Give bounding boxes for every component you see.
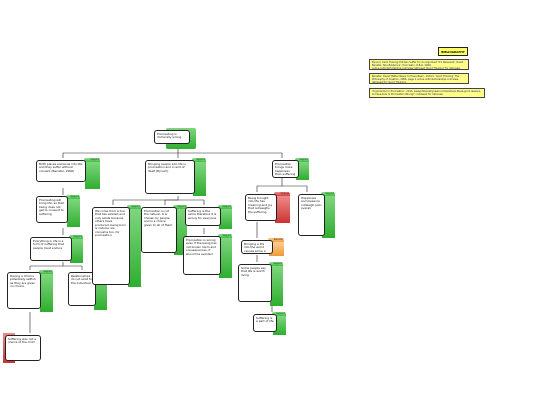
tag-m3: Support (218, 205, 232, 209)
bar-m4 (219, 238, 232, 278)
node-m2[interactable]: Procreation is not the natural, it is ch… (141, 207, 177, 253)
tag-r1: Oppose (274, 192, 290, 196)
bar-r1 (275, 196, 290, 223)
bar-l4a (40, 274, 53, 312)
tag-r4: Support (269, 262, 283, 266)
bar-l3 (70, 239, 83, 263)
node-r1[interactable]: Being brought into life has meaning and … (245, 194, 277, 221)
node-l4a[interactable]: Having a child is potentially selfish as… (7, 272, 41, 309)
tag-l4a: Support (39, 270, 53, 274)
bar-r4 (270, 266, 283, 306)
node-r2[interactable]: Happiness and pleasure outweigh pain ove… (298, 194, 325, 236)
bibliography-ref-2[interactable]: Benatar, David 'Better Never to Have Bee… (369, 73, 469, 84)
node-m1[interactable]: We come from a line that has existed and… (92, 207, 130, 285)
node-l5[interactable]: Suffering was not a choice of the child (5, 335, 41, 361)
node-l3[interactable]: Everything in life is a form of sufferin… (30, 237, 72, 261)
tag-m4: Support (218, 234, 232, 238)
tag-r5: Support (272, 312, 286, 316)
bibliography-ref-1[interactable]: Bynum, Carol 'Having Children Suffer for… (369, 59, 469, 70)
tag-l3: Support (69, 235, 83, 239)
node-r5[interactable]: Suffering is a part of life (253, 314, 277, 332)
bar-m1 (128, 209, 141, 287)
node-left[interactable]: Birth places someone into life, and they… (36, 160, 86, 182)
root-contention[interactable]: Procreating is immorally wrong (154, 130, 190, 144)
bar-l2 (67, 199, 80, 227)
node-r3[interactable]: Bringing a life into the world causes so… (241, 240, 273, 254)
bar-left (85, 162, 100, 189)
tag-m2: Support (173, 205, 187, 209)
bibliography-title: BIBLIOGRAPHY (438, 47, 468, 56)
node-r4[interactable]: Some people say that life is worth livin… (238, 264, 272, 302)
bibliography-ref-3[interactable]: 'Arguments for Procreation', 2013, www.p… (369, 88, 485, 98)
node-m3[interactable]: Suffering is the same therefore it is wr… (185, 207, 221, 226)
tag-r3: Rebuttal (268, 238, 284, 242)
tag-m1: Support (127, 205, 141, 209)
node-l2[interactable]: Procreating will bring life, so that bei… (36, 196, 68, 223)
tag-l2: Support (66, 195, 80, 199)
node-l4b[interactable]: Relationships do not exist for the indiv… (68, 272, 96, 306)
bar-right (296, 162, 309, 180)
tag-mid: Support (192, 158, 206, 162)
node-right[interactable]: Procreation brings more happiness than s… (272, 160, 299, 178)
node-m4[interactable]: Procreation is wrong even if the being h… (183, 236, 221, 275)
tag-left-support: Support (84, 158, 100, 162)
bar-m3 (219, 209, 232, 229)
tag-right: Support (295, 158, 309, 162)
tag-r2: Support (321, 192, 335, 196)
bar-mid (193, 162, 206, 196)
node-mid[interactable]: Bringing people into life is procreation… (145, 160, 195, 194)
bar-r2 (322, 196, 335, 238)
